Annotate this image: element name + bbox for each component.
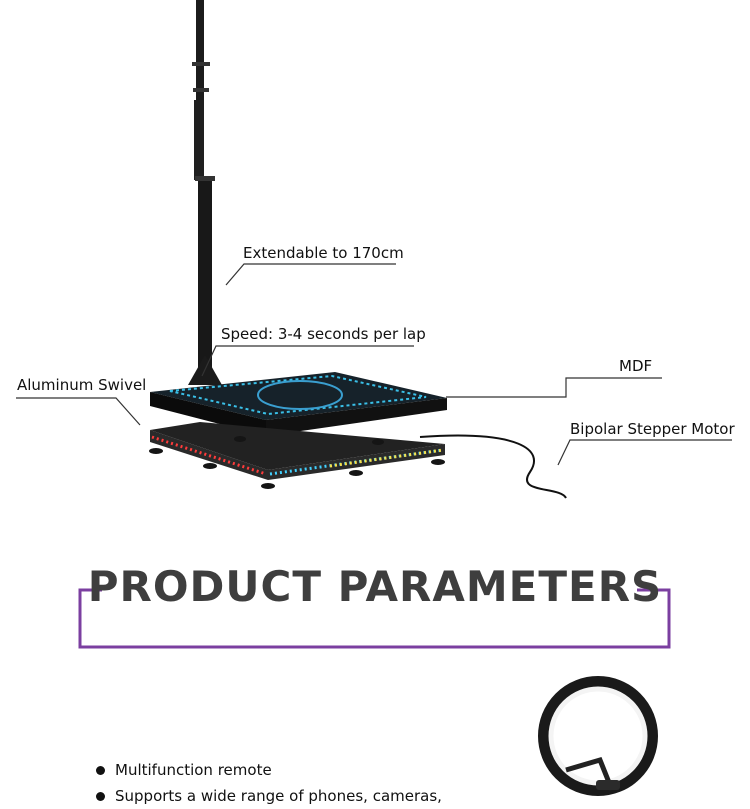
bullet-icon (96, 791, 105, 801)
list-item: Supports a wide range of phones, cameras… (96, 783, 442, 809)
list-item: Multifunction remote (96, 757, 442, 783)
callout-speed: Speed: 3-4 seconds per lap (221, 325, 426, 343)
led-base-frame (149, 422, 567, 499)
callout-mdf: MDF (619, 357, 653, 375)
section-title-frame (78, 588, 671, 649)
rotating-platform (150, 372, 447, 436)
callout-extendable: Extendable to 170cm (243, 244, 404, 262)
section-title: PRODUCT PARAMETERS (87, 562, 663, 611)
extendable-pole (188, 0, 222, 385)
callout-stepper-motor: Bipolar Stepper Motor (570, 420, 735, 438)
callout-lines (16, 263, 732, 466)
bullet-icon (96, 765, 105, 775)
ring-light (538, 676, 658, 796)
feature-list: Multifunction remote Supports a wide ran… (96, 757, 442, 809)
callout-aluminum-swivel: Aluminum Swivel (17, 376, 147, 394)
feature-text: Multifunction remote (115, 761, 272, 779)
feature-text: Supports a wide range of phones, cameras… (115, 787, 442, 805)
